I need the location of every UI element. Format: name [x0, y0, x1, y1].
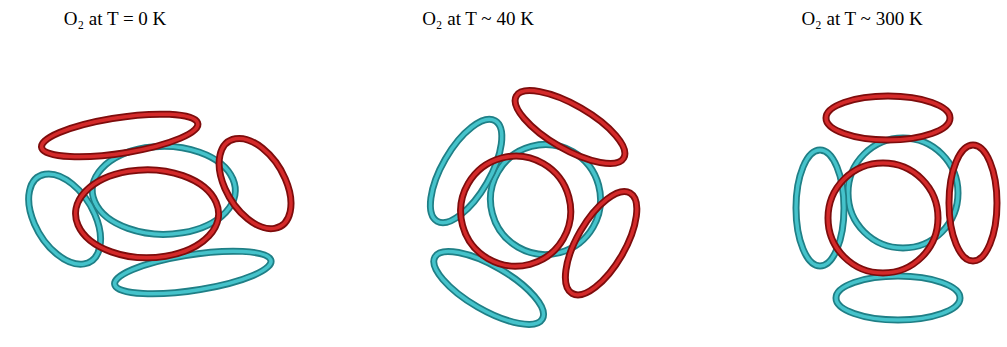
ring-cluster	[389, 62, 675, 347]
ring-cluster	[0, 96, 325, 311]
panel-title: O₂ at T ~ 40 K	[422, 8, 534, 30]
ring-cluster	[796, 96, 997, 320]
panel-title: O₂ at T = 0 K	[64, 8, 167, 30]
panel-title: O₂ at T ~ 300 K	[801, 8, 922, 30]
